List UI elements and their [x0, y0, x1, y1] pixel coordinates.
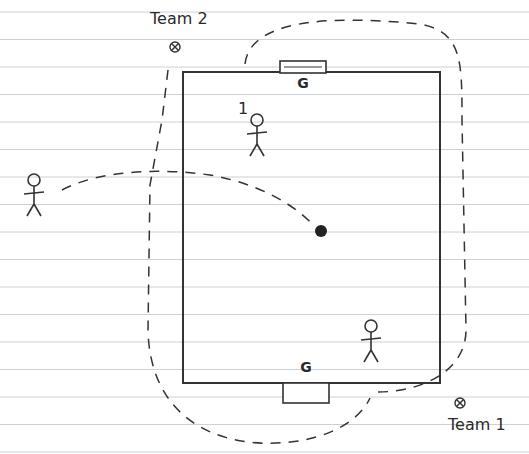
team-marker	[170, 42, 180, 52]
pass-path	[62, 171, 314, 226]
pitch-outline	[183, 72, 440, 383]
goal-label: G	[281, 360, 331, 375]
goal-net	[280, 61, 326, 73]
run-path	[148, 70, 370, 443]
player-figure	[247, 114, 267, 156]
goal-net	[283, 383, 329, 403]
ball	[315, 225, 327, 237]
goal-label: G	[278, 76, 328, 91]
goal-line	[284, 66, 322, 67]
paper-lines	[0, 12, 529, 452]
team-label: Team 2	[150, 10, 208, 28]
team-label: Team 1	[448, 416, 506, 434]
run-path	[245, 20, 466, 392]
team-marker	[455, 398, 465, 408]
player-figure	[361, 320, 381, 362]
player-number: 1	[238, 100, 248, 118]
goal-box: G	[281, 354, 331, 406]
player-figure	[24, 174, 44, 216]
goal-box: G	[278, 60, 328, 100]
